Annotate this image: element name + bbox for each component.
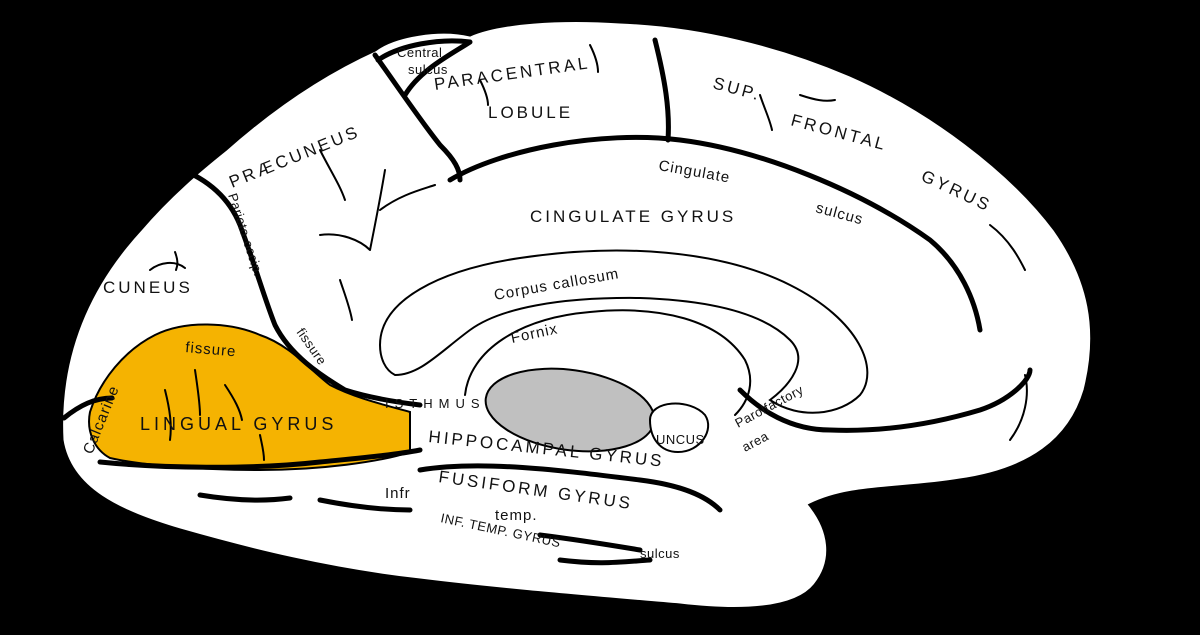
cuneus-label: CUNEUS <box>103 278 193 297</box>
isthmus-label: ISTHMUS <box>385 396 486 411</box>
calcarine-fissure-line <box>61 395 115 421</box>
uncus-label: UNCUS <box>656 432 705 447</box>
paracentral-right-border <box>652 37 671 143</box>
sulcus-label: sulcus <box>640 546 680 561</box>
praecuneus-sulcus-a <box>319 149 346 201</box>
cingulate-sulcus <box>447 134 983 333</box>
parieto-occipital-fissure <box>175 165 423 408</box>
lingual-lower-border <box>97 447 423 470</box>
uncus-shape <box>648 402 710 454</box>
central-sulcus-label-1: Central <box>397 45 442 60</box>
infr-label: Infr <box>385 485 411 502</box>
inferior-temporal-sulcus <box>197 492 413 513</box>
lingual-sulcus-c <box>224 384 243 421</box>
corpus-callosum <box>378 249 869 414</box>
central-sulcus-label-2: sulcus <box>408 62 448 77</box>
cingulate-gyrus-label: CINGULATE GYRUS <box>530 207 736 226</box>
sfg-sulcus-a <box>759 94 773 131</box>
calcarine-fissure-label: fissure <box>185 339 237 360</box>
lingual-sulcus-b <box>164 389 172 441</box>
pericentral-sulcus <box>479 44 599 106</box>
lingual-sulcus-a <box>194 369 201 416</box>
paracentral-label-2: LOBULE <box>488 103 573 122</box>
frontal-sulcus <box>1009 374 1028 441</box>
praecuneus-sulcus-d <box>339 279 353 321</box>
inf-temp-sulcus-2 <box>537 532 653 566</box>
paracentral-border <box>372 52 463 183</box>
collateral-sulcus <box>417 463 723 513</box>
lingual-sulcus-d <box>259 434 265 461</box>
fornix-outline <box>464 309 752 416</box>
temp-label: temp. <box>495 507 538 524</box>
lingual-gyrus-label: LINGUAL GYRUS <box>140 414 337 434</box>
praecuneus-sulcus-c <box>379 184 436 211</box>
sfg-sulcus-b <box>799 94 836 102</box>
praecuneus-sulcus-b <box>319 169 386 251</box>
cuneus-sulcus <box>149 251 186 271</box>
sfg-sulcus-c <box>989 224 1026 271</box>
central-sulcus-line <box>375 38 473 98</box>
parolfactory-sulcus <box>737 367 1033 433</box>
